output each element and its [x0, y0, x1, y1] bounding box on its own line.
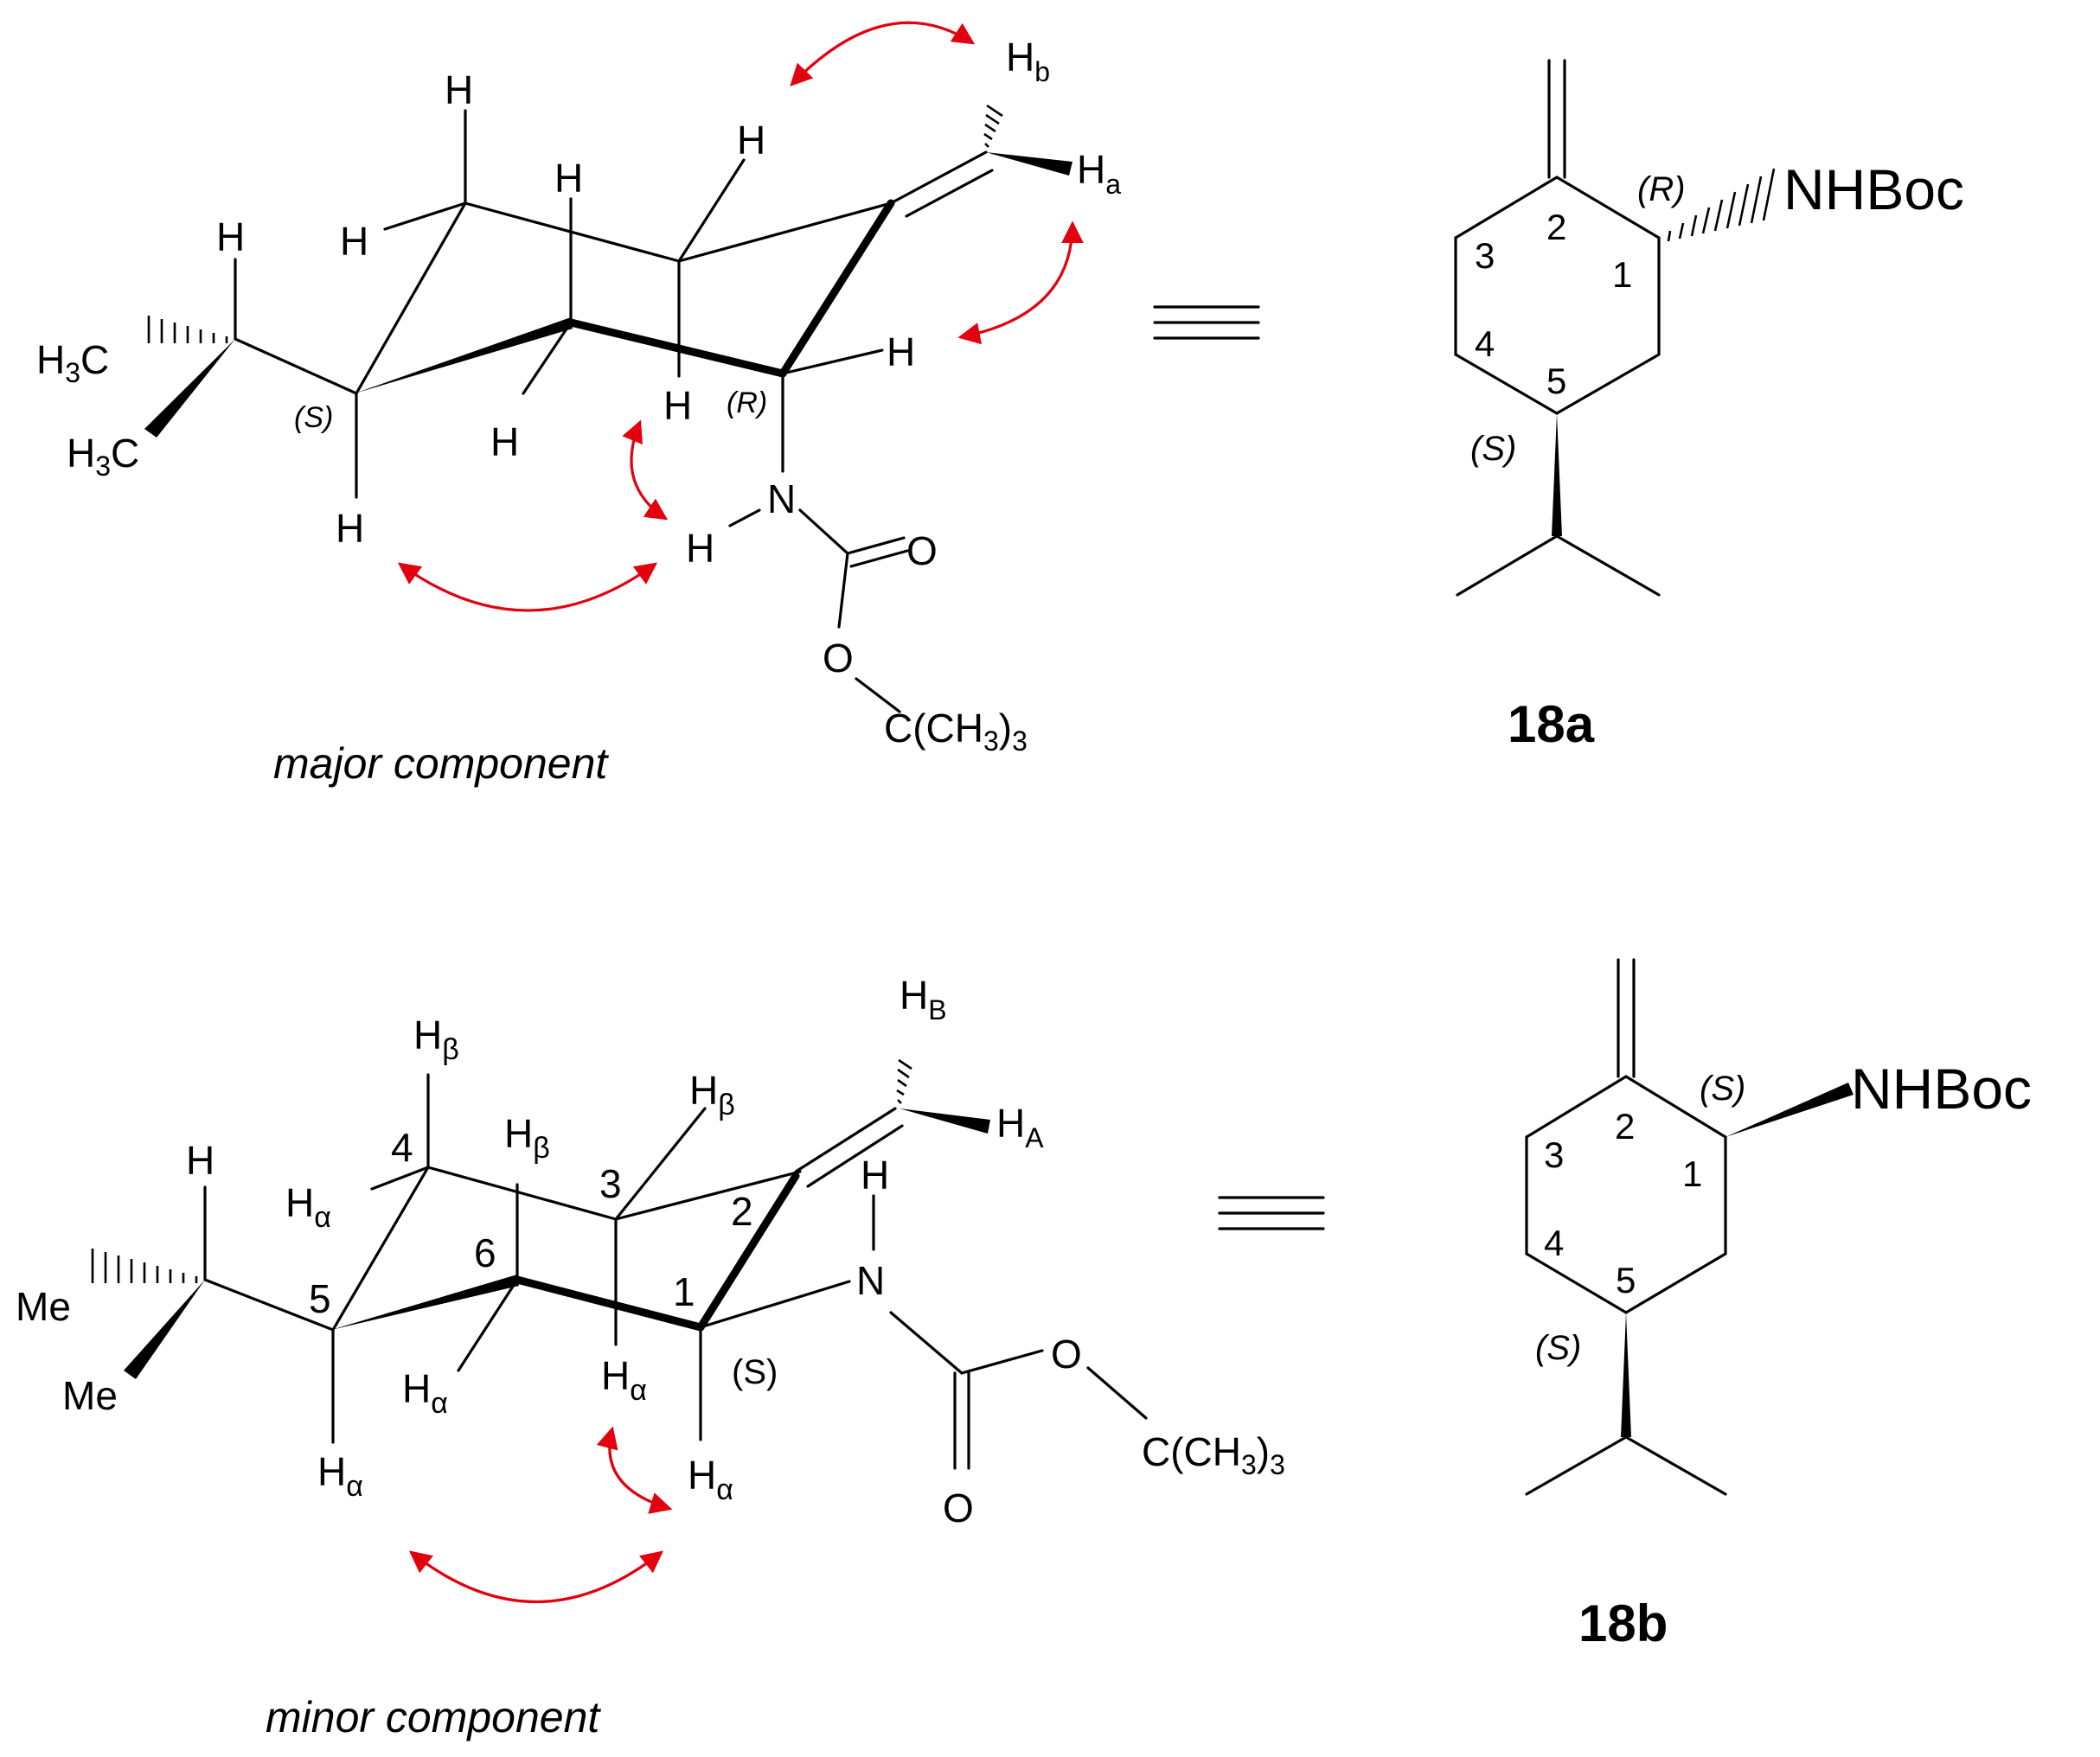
stereo-descriptor: (S) — [1470, 430, 1516, 468]
h-beta-label: Hβ — [689, 1068, 735, 1121]
hA-label: HA — [996, 1101, 1044, 1153]
stereo-descriptor: (R) — [727, 387, 767, 419]
minor-component-structure — [91, 1058, 1148, 1470]
noe-arrow — [622, 419, 669, 521]
compound-18a-labels: 1 2 3 4 5 (R) (S) NHBoc 18a — [1470, 157, 1964, 753]
noe-arrow — [408, 1550, 664, 1603]
hashed-bond-hB — [896, 1058, 912, 1104]
atom-label: H — [737, 118, 765, 163]
h-alpha-label: Hα — [601, 1353, 647, 1407]
atom-label: H — [340, 219, 368, 264]
tbu-group-label: C(CH3)3 — [884, 706, 1028, 757]
tbu-group-label: C(CH3)3 — [1142, 1429, 1285, 1480]
noe-arrow — [957, 220, 1084, 345]
stereo-descriptor: (S) — [1535, 1329, 1581, 1367]
ring-number: 4 — [391, 1125, 413, 1170]
ring-number: 3 — [599, 1161, 622, 1206]
h-alpha-label: Hα — [317, 1449, 363, 1503]
nhboc-label: NHBoc — [1851, 1057, 2032, 1121]
noe-arrow — [790, 21, 976, 86]
atom-label: H — [490, 419, 519, 464]
compound-18b-labels: 1 2 3 4 5 (S) (S) NHBoc 18b — [1535, 1057, 2032, 1652]
stereo-descriptor: (S) — [1700, 1070, 1745, 1108]
methyl-lower-label: H3C — [67, 431, 139, 482]
ring-number: 4 — [1475, 323, 1495, 364]
h-beta-label: Hβ — [413, 1013, 459, 1066]
noe-arrow — [397, 562, 658, 612]
atom-label: O — [906, 528, 938, 573]
atom-label: H — [686, 526, 714, 571]
atom-label: O — [823, 636, 854, 680]
stereo-descriptor: (R) — [1637, 170, 1686, 208]
atom-label: H — [186, 1138, 214, 1183]
atom-label: H — [554, 156, 583, 201]
h-beta-label: Hβ — [504, 1111, 550, 1165]
atom-label: H — [861, 1153, 889, 1198]
minor-atom-labels: Hβ Hβ Hβ Hα Hα Hα Hα Hα H H N O O Me Me … — [16, 973, 1285, 1530]
ring-number: 3 — [1475, 235, 1495, 276]
compound-18b-structure — [1525, 958, 1854, 1496]
ring-number: 3 — [1544, 1134, 1564, 1175]
major-noe-arrows — [397, 21, 1084, 612]
atom-label: O — [943, 1485, 974, 1530]
equivalence-bottom — [1218, 1196, 1325, 1230]
hb-label: Hb — [1006, 35, 1050, 87]
h-alpha-label: Hα — [402, 1366, 448, 1420]
stereo-descriptor: (S) — [294, 401, 333, 434]
ring-number: 2 — [1546, 207, 1566, 247]
atom-label: H — [445, 67, 473, 112]
me-label: Me — [62, 1373, 118, 1418]
atom-label: N — [856, 1258, 885, 1303]
equivalence-top — [1153, 305, 1260, 340]
hashed-bond-ch3 — [147, 316, 228, 343]
nhboc-label: NHBoc — [1783, 157, 1964, 221]
major-component-structure — [144, 104, 1072, 713]
atom-label: H — [216, 214, 245, 259]
compound-18a-structure — [1454, 59, 1776, 597]
minor-noe-arrows — [408, 1426, 673, 1603]
compound-label-18b: 18b — [1578, 1594, 1668, 1652]
hashed-bond-me — [91, 1249, 198, 1283]
ring-number: 2 — [1615, 1106, 1635, 1147]
ring-number: 2 — [731, 1189, 753, 1234]
atom-label: H — [663, 383, 692, 428]
caption-major: major component — [273, 739, 609, 788]
ring-number: 4 — [1544, 1223, 1564, 1263]
ring-number: 1 — [673, 1269, 695, 1314]
caption-minor: minor component — [266, 1693, 601, 1741]
atom-label: N — [767, 476, 796, 521]
methyl-upper-label: H3C — [36, 337, 109, 388]
h-alpha-label: Hα — [688, 1453, 733, 1506]
major-atom-labels: H H H H H H H H H H N O O H3C H3C C(CH3)… — [36, 35, 1121, 757]
atom-label: H — [336, 506, 364, 551]
atom-label: O — [1051, 1332, 1082, 1377]
ring-number: 1 — [1612, 254, 1632, 295]
noe-arrow — [596, 1426, 673, 1514]
me-label: Me — [16, 1284, 71, 1329]
hashed-bond-nhboc — [1667, 168, 1776, 242]
compound-label-18a: 18a — [1508, 695, 1595, 753]
ha-label: Ha — [1077, 147, 1121, 200]
stereo-descriptor: (S) — [732, 1353, 778, 1391]
h-alpha-label: Hα — [285, 1180, 331, 1234]
ring-number: 5 — [309, 1276, 331, 1321]
hB-label: HB — [900, 973, 947, 1025]
atom-label: H — [887, 329, 915, 374]
ring-number: 1 — [1682, 1153, 1702, 1194]
hashed-bond-hb — [983, 104, 1003, 148]
ring-number: 6 — [474, 1230, 496, 1275]
ring-number: 5 — [1546, 361, 1566, 401]
ring-number: 5 — [1616, 1260, 1636, 1300]
